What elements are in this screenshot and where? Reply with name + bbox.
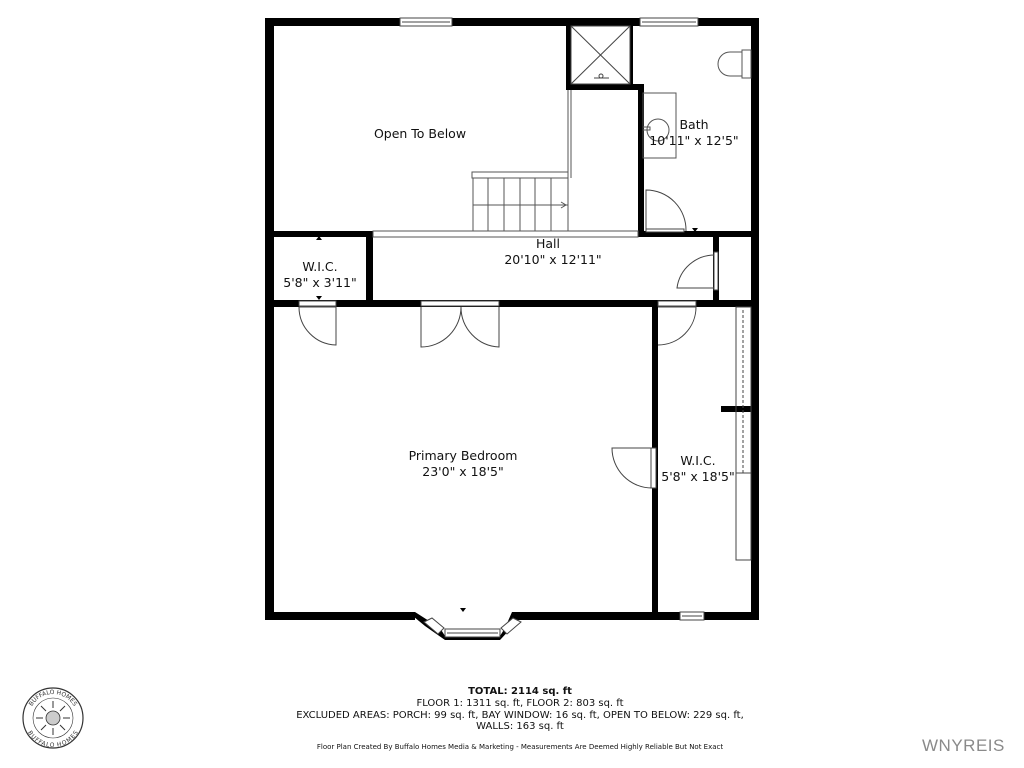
room-dims: 10'11" x 12'5" — [649, 133, 739, 148]
room-name: Hall — [535, 236, 560, 251]
bath-fixtures — [642, 49, 752, 159]
floor-areas: FLOOR 1: 1311 sq. ft, FLOOR 2: 803 sq. f… — [416, 698, 624, 709]
walls — [265, 18, 759, 620]
doors — [298, 189, 752, 561]
room-wic-small: W.I.C. 5'8" x 3'11" — [276, 259, 364, 291]
markers — [271, 228, 698, 612]
room-dims: 5'8" x 3'11" — [283, 275, 357, 290]
room-dims: 5'8" x 18'5" — [661, 469, 735, 484]
room-dims: 20'10" x 12'11" — [504, 252, 602, 267]
credit-line: Floor Plan Created By Buffalo Homes Medi… — [316, 743, 724, 751]
room-name: Bath — [679, 117, 709, 132]
total-area: TOTAL: 2114 sq. ft — [468, 686, 572, 697]
room-open-to-below: Open To Below — [360, 126, 480, 142]
room-name: W.I.C. — [680, 453, 716, 468]
excluded-areas: EXCLUDED AREAS: PORCH: 99 sq. ft, BAY WI… — [296, 710, 744, 721]
room-wic-large: W.I.C. 5'8" x 18'5" — [658, 453, 738, 485]
windows — [399, 17, 705, 640]
room-bath: Bath 10'11" x 12'5" — [640, 117, 748, 149]
room-name: Open To Below — [373, 126, 467, 141]
room-name: Primary Bedroom — [408, 448, 518, 463]
room-hall: Hall 20'10" x 12'11" — [493, 236, 613, 268]
room-name: W.I.C. — [302, 259, 338, 274]
watermark: WNYREIS — [922, 736, 1005, 755]
room-dims: 23'0" x 18'5" — [422, 464, 504, 479]
buffalo-homes-seal-icon: BUFFALO HOMES BUFFALO HOMES — [22, 687, 84, 749]
room-primary-bedroom: Primary Bedroom 23'0" x 18'5" — [393, 448, 533, 480]
walls-area: WALLS: 163 sq. ft — [476, 721, 564, 732]
shower — [570, 25, 631, 85]
staircase — [372, 90, 639, 238]
